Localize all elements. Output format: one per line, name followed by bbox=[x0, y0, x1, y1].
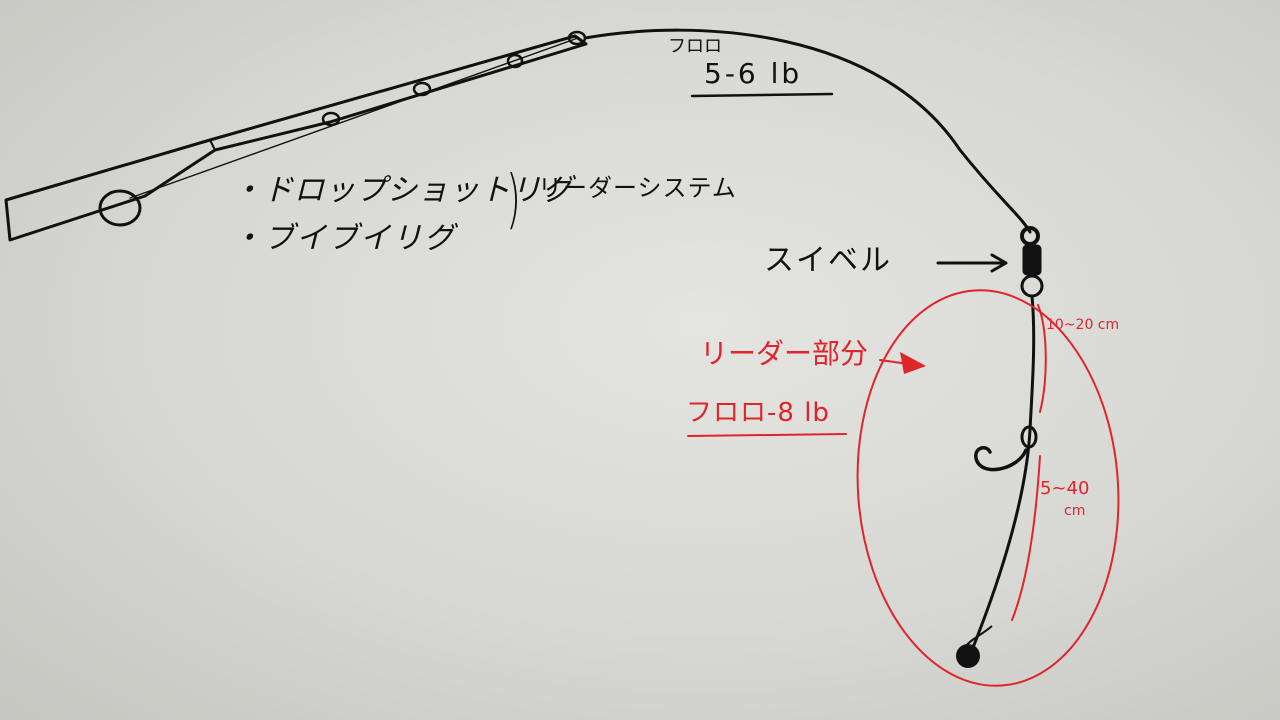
line-through-guides bbox=[129, 37, 579, 199]
hook-to-sinker-unit: cm bbox=[1064, 503, 1086, 519]
sinker-tie-line bbox=[965, 625, 993, 647]
guide-ring bbox=[321, 111, 341, 127]
leader-line-weight: フロロ-8 lb bbox=[686, 398, 830, 428]
rod-outline bbox=[4, 34, 588, 242]
hook-eye-ring bbox=[1020, 425, 1038, 449]
main-line bbox=[583, 28, 1032, 234]
leader-pointer-head bbox=[900, 352, 926, 374]
bracket-swivel-to-hook bbox=[1037, 304, 1047, 413]
swivel-barrel bbox=[1022, 244, 1042, 276]
guide-ring bbox=[412, 81, 432, 97]
swivel-bottom-ring bbox=[1020, 274, 1044, 298]
main-line-weight: 5-6 lb bbox=[704, 57, 803, 90]
rod-handle-line bbox=[209, 139, 216, 151]
swivel-top-ring bbox=[1020, 226, 1040, 246]
leader-line bbox=[970, 294, 1036, 652]
leader-system-label: リーダーシステム bbox=[538, 174, 737, 202]
main-line-underline bbox=[690, 92, 834, 98]
leader-part-label: リーダー部分 bbox=[700, 337, 869, 370]
swivel-arrow-head bbox=[990, 253, 1008, 273]
guide-ring bbox=[506, 53, 524, 69]
reel-guide-ring bbox=[98, 189, 142, 227]
bracket-hook-to-sinker bbox=[1011, 455, 1041, 621]
rig-item-drop-shot: ・ドロップショットリグ bbox=[232, 173, 573, 208]
rig-item-buibui: ・ブイブイリグ bbox=[232, 221, 456, 256]
swivel-label: スイベル bbox=[764, 243, 892, 278]
leader-section-circle bbox=[856, 289, 1120, 687]
sinker bbox=[956, 644, 980, 668]
group-brace: ) bbox=[506, 163, 521, 237]
swivel-to-hook-length: 10~20 cm bbox=[1046, 317, 1120, 333]
main-line-type: フロロ bbox=[668, 36, 722, 57]
leader-label-underline bbox=[687, 433, 847, 437]
hook-to-sinker-length: 5~40 bbox=[1040, 478, 1090, 499]
hook bbox=[974, 446, 1028, 472]
